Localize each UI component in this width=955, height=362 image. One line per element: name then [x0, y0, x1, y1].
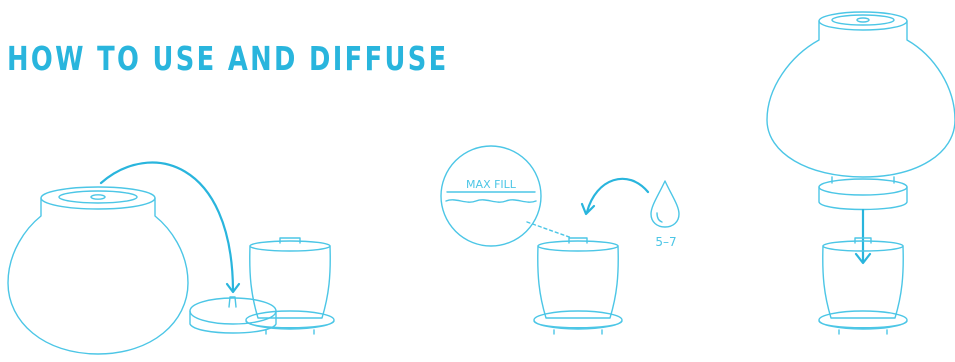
diffuser-base-icon: [533, 237, 623, 335]
max-fill-magnifier: MAX FILL: [440, 145, 573, 247]
drops-count-label: 5–7: [655, 235, 676, 249]
vase-cover-icon: [766, 11, 955, 178]
page-title: HOW TO USE AND DIFFUSE: [7, 39, 449, 78]
oil-drop-icon: [650, 180, 680, 228]
arrowhead-icon: [854, 252, 872, 265]
diffuser-base-icon: [818, 237, 908, 335]
arrowhead-icon: [225, 282, 241, 294]
step-2-fill-water: MAX FILL 5–7: [440, 145, 680, 335]
step-1-remove-cover: [7, 161, 335, 355]
step-3-replace-cover: [766, 11, 955, 335]
max-fill-label: MAX FILL: [466, 178, 517, 191]
move-arrow-icon: [99, 161, 235, 292]
vase-cover-icon: [7, 186, 189, 355]
inner-lid-icon: [818, 176, 908, 211]
diffuser-base-icon: [245, 237, 335, 335]
arrowhead-icon: [580, 202, 596, 216]
pour-arrow-icon: [585, 177, 650, 214]
